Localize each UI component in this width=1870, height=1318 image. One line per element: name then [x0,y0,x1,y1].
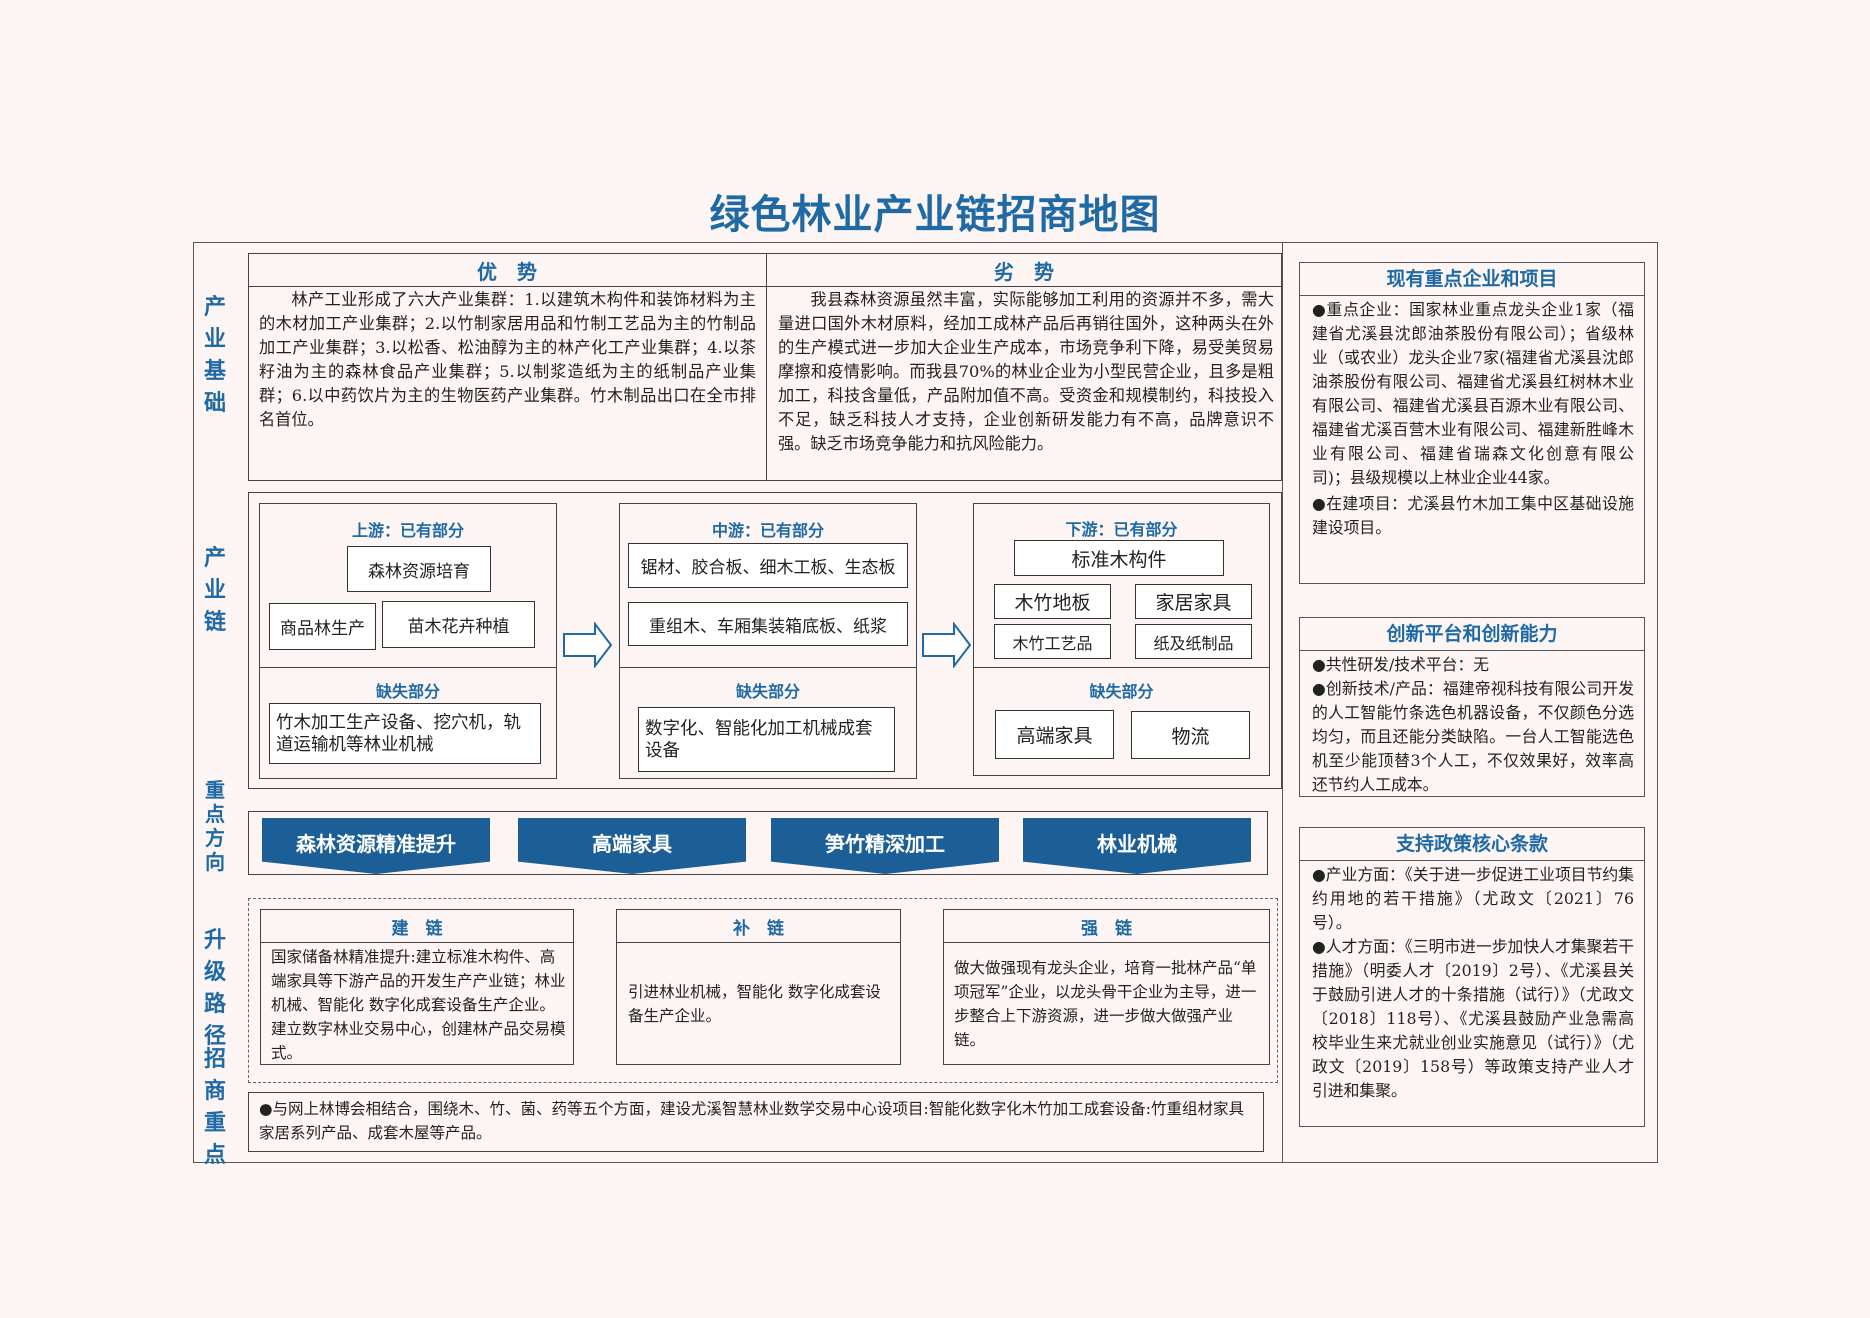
side-label-base: 产业基础 [203,295,226,416]
downstream-missing-logistics: 物流 [1131,711,1250,759]
direction-machinery: 林业机械 [1023,818,1251,874]
innovation-platform-text: ●共性研发/技术平台：无 [1312,655,1490,674]
midstream-item-lumber: 锯材、胶合板、细木工板、生态板 [628,543,908,588]
path-build-text: 国家储备林精准提升:建立标准木构件、高端家具等下游产品的开发生产产业链；林业机械… [271,948,566,1062]
upstream-missing-title: 缺失部分 [375,682,440,701]
base-table [248,253,1282,481]
advantage-text: 林产工业形成了六大产业集群：1.以建筑木构件和装饰材料为主的木材加工产业集群；2… [259,290,756,429]
innovation-tech-text: ●创新技术/产品：福建帝视科技有限公司开发的人工智能竹条选色机器设备，不仅颜色分… [1312,679,1634,794]
base-table-header-line [248,286,1282,287]
enterprise-title: 现有重点企业和项目 [1300,263,1644,296]
path-strengthen-text: 做大做强现有龙头企业，培育一批林产品“单项冠军”企业，以龙头骨干企业为主导，进一… [954,959,1257,1049]
path-supplement-box [616,909,901,1065]
policy-title: 支持政策核心条款 [1300,828,1644,861]
upstream-split [259,667,557,668]
page-title: 绿色林业产业链招商地图 [709,192,1161,238]
direction-forest: 森林资源精准提升 [262,818,490,874]
downstream-missing-furniture: 高端家具 [995,710,1114,759]
disadvantage-header: 劣 势 [994,260,1054,284]
policy-industry-text: ●产业方面：《关于进一步促进工业项目节约集约用地的若干措施》（尤政文〔2021〕… [1312,865,1634,932]
downstream-item-standard-timber: 标准木构件 [1014,540,1224,576]
side-label-path: 升级路径 [203,928,226,1049]
side-label-chain: 产业链 [203,546,226,635]
arrow-right-icon-2 [922,622,972,668]
downstream-missing-title: 缺失部分 [1089,682,1154,701]
path-build-title: 建 链 [391,919,443,939]
direction-bamboo: 笋竹精深加工 [771,818,999,874]
downstream-item-furniture: 家居家具 [1135,584,1252,619]
enterprise-panel: 现有重点企业和项目 ●重点企业：国家林业重点龙头企业1家（福建省尤溪县沈郎油茶股… [1299,262,1645,584]
focus-text: ●与网上林博会相结合，围绕木、竹、菌、药等五个方面，建设尤溪智慧林业数学交易中心… [259,1100,1244,1142]
path-build-box [260,909,574,1065]
side-label-focus: 招商重点 [203,1047,226,1168]
midstream-missing-item: 数字化、智能化加工机械成套设备 [638,707,895,772]
focus-box [248,1092,1264,1152]
upstream-item-forest-cultivation: 森林资源培育 [347,546,491,592]
side-label-direction: 重点方向 [205,778,225,874]
path-supplement-text: 引进林业机械，智能化 数字化成套设备生产企业。 [628,983,881,1025]
midstream-missing-title: 缺失部分 [735,682,800,701]
upstream-item-nursery: 苗木花卉种植 [382,601,535,648]
upstream-missing-item: 竹木加工生产设备、挖穴机，轨道运输机等林业机械 [269,703,541,764]
path-strengthen-box [943,909,1270,1065]
direction-furniture: 高端家具 [518,818,746,874]
midstream-item-reconstituted: 重组木、车厢集装箱底板、纸浆 [628,602,908,646]
policy-panel: 支持政策核心条款 ●产业方面：《关于进一步促进工业项目节约集约用地的若干措施》（… [1299,827,1645,1127]
arrow-right-icon [563,622,613,668]
vertical-divider [1282,242,1283,1163]
midstream-split [619,667,917,668]
path-area [248,898,1278,1083]
downstream-item-flooring: 木竹地板 [994,584,1111,619]
base-table-divider [766,253,767,481]
path-supplement-line [616,942,901,943]
advantage-header: 优 势 [477,260,537,284]
upstream-item-commercial-forest: 商品林生产 [269,603,376,650]
upstream-title: 上游：已有部分 [351,521,464,540]
path-strengthen-title: 强 链 [1081,919,1132,939]
disadvantage-text: 我县森林资源虽然丰富，实际能够加工利用的资源并不多，需大量进口国外木材原料，经加… [778,290,1274,453]
innovation-title: 创新平台和创新能力 [1300,618,1644,651]
enterprise-text: ●重点企业：国家林业重点龙头企业1家（福建省尤溪县沈郎油茶股份有限公司）；省级林… [1312,300,1634,487]
downstream-item-crafts: 木竹工艺品 [994,624,1111,659]
main-frame [193,242,1658,1163]
innovation-panel: 创新平台和创新能力 ●共性研发/技术平台：无 ●创新技术/产品：福建帝视科技有限… [1299,617,1645,797]
path-build-line [260,942,574,943]
downstream-title: 下游：已有部分 [1065,520,1178,539]
downstream-item-paper: 纸及纸制品 [1135,624,1252,659]
midstream-title: 中游：已有部分 [711,521,824,540]
policy-talent-text: ●人才方面：《三明市进一步加快人才集聚若干措施》（明委人才〔2019〕2号）、《… [1312,937,1634,1100]
downstream-split [973,667,1270,668]
enterprise-project-text: ●在建项目：尤溪县竹木加工集中区基础设施建设项目。 [1312,494,1634,537]
path-strengthen-line [943,942,1270,943]
path-supplement-title: 补 链 [733,919,784,939]
